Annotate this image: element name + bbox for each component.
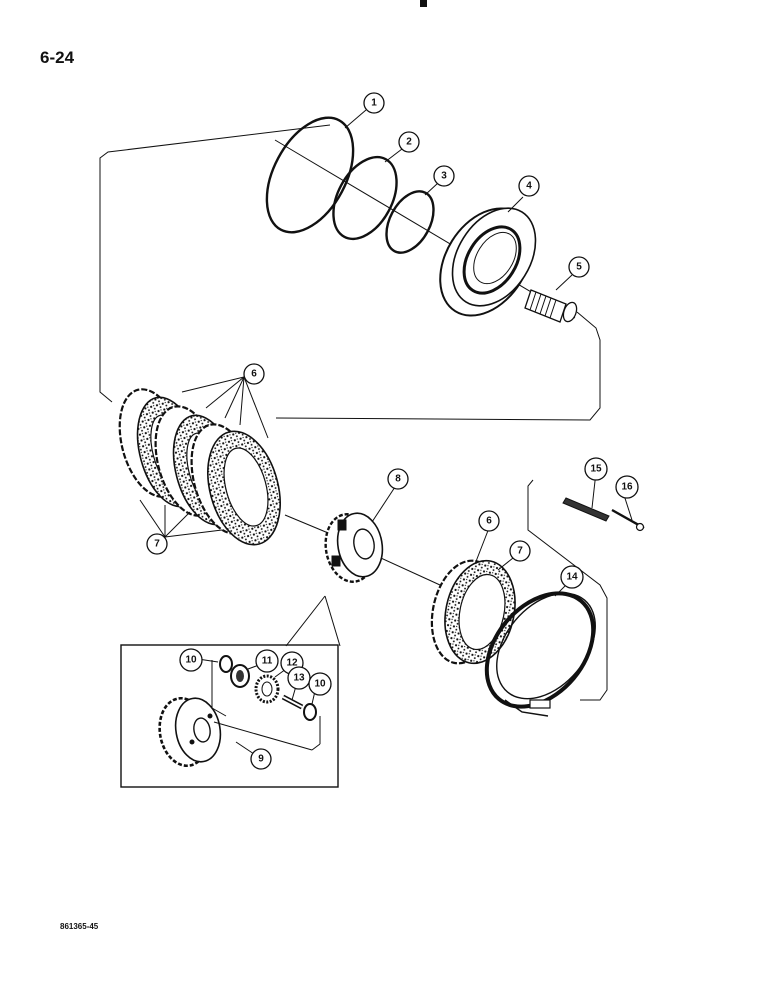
page-top-mark (420, 0, 427, 7)
svg-text:13: 13 (293, 673, 305, 684)
svg-text:11: 11 (262, 656, 273, 667)
callout-2: 2 (398, 131, 420, 153)
callout-4: 4 (518, 175, 540, 197)
o-ring-small (385, 190, 435, 254)
pin (611, 508, 645, 532)
svg-text:16: 16 (621, 482, 633, 493)
figure-code: 861365-45 (60, 922, 99, 931)
callout-3: 3 (433, 165, 455, 187)
carrier-inset-leaders (285, 595, 341, 647)
svg-text:10: 10 (314, 679, 326, 690)
callout-8: 8 (387, 468, 409, 490)
brake-band (484, 591, 596, 717)
svg-text:4: 4 (526, 181, 532, 192)
svg-text:5: 5 (576, 262, 582, 273)
svg-text:2: 2 (406, 137, 412, 148)
callout-11: 11 (255, 649, 279, 673)
callout-15: 15 (584, 457, 608, 481)
carrier-detail-inset (120, 644, 339, 788)
svg-text:14: 14 (566, 572, 578, 583)
assembly-axis-upper (274, 139, 576, 319)
roller-bearing-11 (230, 664, 250, 688)
svg-text:10: 10 (185, 655, 197, 666)
shaft-13 (281, 694, 304, 710)
svg-text:6: 6 (251, 369, 257, 380)
planet-gear-12 (254, 674, 280, 704)
callout-7-lower: 7 (509, 540, 531, 562)
callout-6-lower: 6 (478, 510, 500, 532)
callout-leaders (139, 109, 633, 755)
callout-14: 14 (560, 565, 584, 589)
washer-10-top (219, 655, 233, 673)
carrier-housing-9 (158, 696, 222, 768)
page-number: 6-24 (40, 48, 75, 67)
clutch-pack (118, 388, 281, 546)
piston (439, 207, 537, 317)
group-bracket-right (275, 311, 601, 421)
svg-text:7: 7 (517, 546, 523, 557)
o-ring-medium (332, 155, 398, 241)
inset-guide-lines (211, 660, 321, 751)
callout-9: 9 (250, 748, 272, 770)
svg-text:15: 15 (590, 464, 602, 475)
callout-13: 13 (287, 666, 311, 690)
callout-5: 5 (568, 256, 590, 278)
planetary-carrier (324, 512, 384, 583)
svg-text:1: 1 (371, 98, 377, 109)
svg-text:8: 8 (395, 474, 401, 485)
o-ring-large (265, 116, 355, 234)
group-bracket-upper (99, 124, 331, 403)
callout-1: 1 (363, 92, 385, 114)
spring (562, 497, 610, 522)
splined-shaft (524, 289, 578, 323)
svg-text:9: 9 (258, 754, 264, 765)
washer-10-bottom (303, 703, 317, 721)
callout-10-bottom: 10 (308, 672, 332, 696)
callout-7-upper: 7 (146, 533, 168, 555)
svg-text:6: 6 (486, 516, 492, 527)
callout-6-upper: 6 (243, 363, 265, 385)
svg-text:7: 7 (154, 539, 160, 550)
svg-text:12: 12 (286, 658, 298, 669)
callout-10-top: 10 (179, 648, 203, 672)
svg-text:3: 3 (441, 171, 447, 182)
pin-group-bracket (527, 479, 608, 701)
callout-16: 16 (615, 475, 639, 499)
